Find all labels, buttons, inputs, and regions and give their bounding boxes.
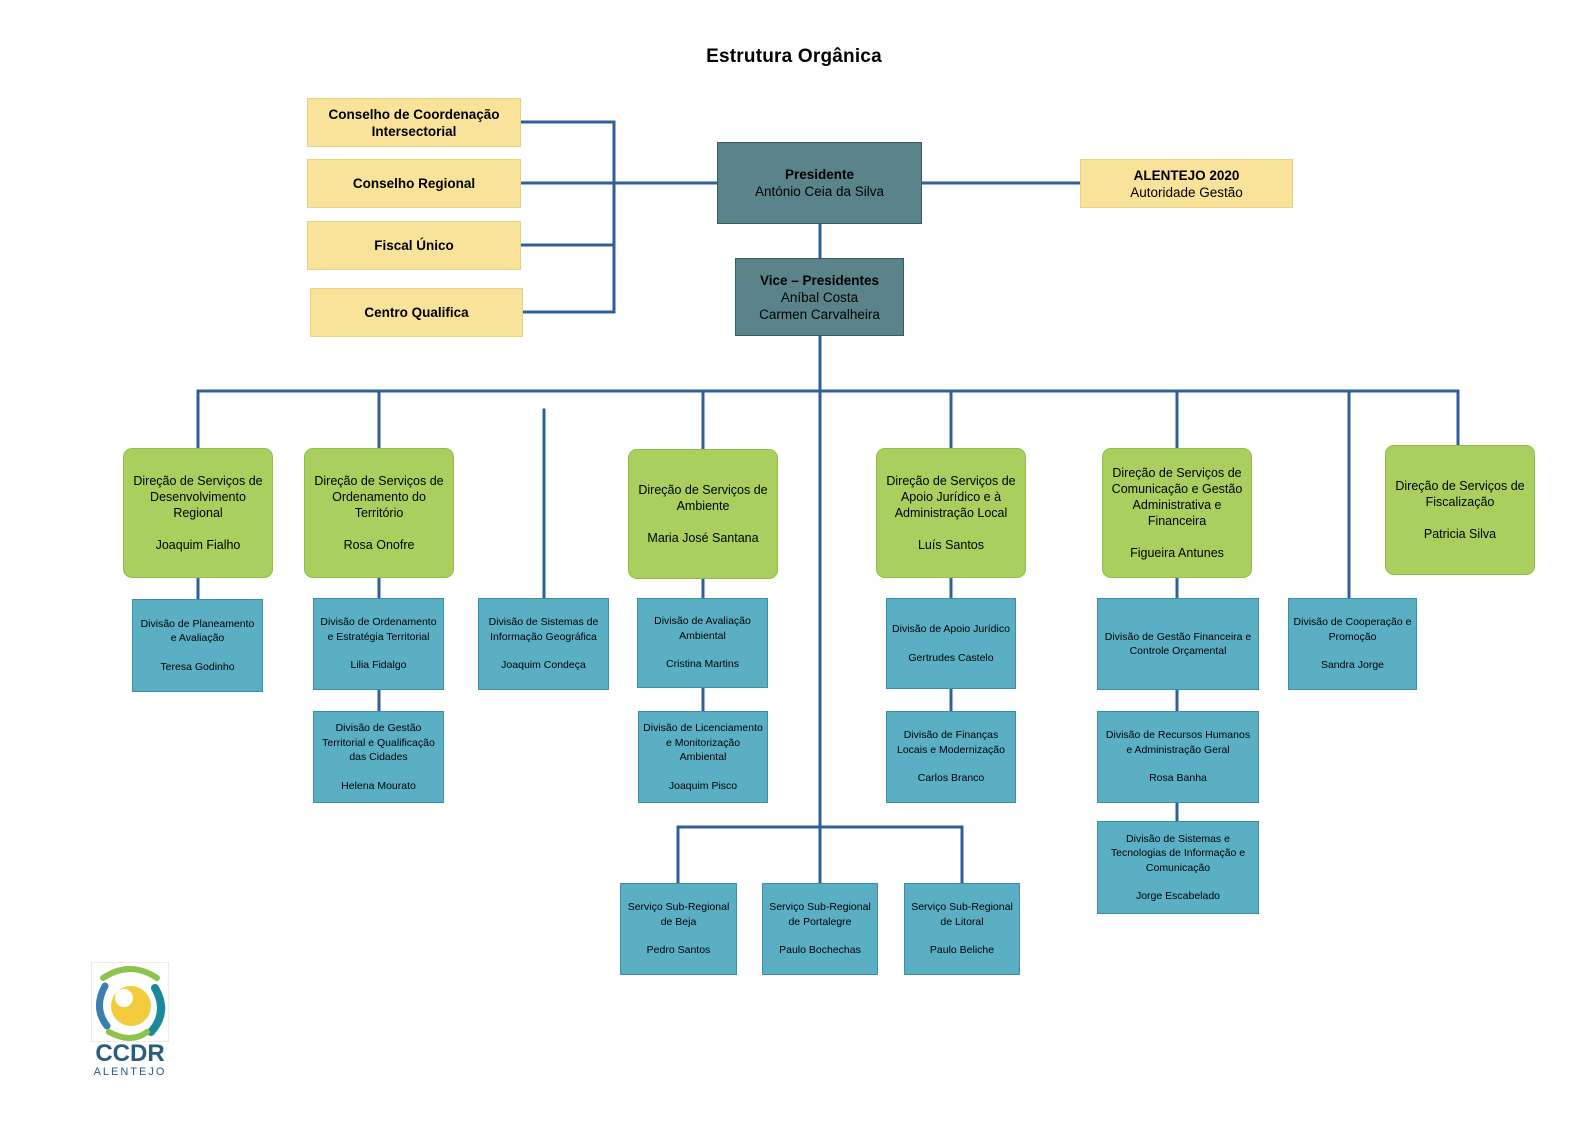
advisory-title: Centro Qualifica — [364, 305, 469, 320]
subregional-title: Serviço Sub-Regional de Beja — [627, 901, 730, 928]
division-head: Cristina Martins — [666, 658, 739, 671]
president-title: Presidente — [784, 167, 855, 182]
advisory-box-centro-qualifica[interactable]: Centro Qualifica — [310, 288, 523, 337]
directorate-head: Maria José Santana — [647, 531, 759, 545]
directorate-title: Direção de Serviços de Fiscalização — [1395, 479, 1525, 509]
logo-text: CCDR — [95, 1040, 165, 1067]
division-title: Divisão de Sistemas e Tecnologias de Inf… — [1110, 832, 1246, 874]
directorate-title: Direção de Serviços de Desenvolvimento R… — [133, 474, 263, 520]
advisory-title: Fiscal Único — [374, 238, 454, 253]
advisory-title: Conselho Regional — [352, 176, 476, 191]
directorate-desenvolvimento-regional[interactable]: Direção de Serviços de Desenvolvimento R… — [123, 448, 273, 578]
division-title: Divisão de Planeamento e Avaliação — [140, 617, 255, 645]
division-head: Lilia Fidalgo — [350, 659, 407, 672]
division-financas-locais[interactable]: Divisão de Finanças Locais e Modernizaçã… — [886, 711, 1016, 803]
division-title: Divisão de Ordenamento e Estratégia Terr… — [320, 616, 437, 643]
division-avaliacao-ambiental[interactable]: Divisão de Avaliação Ambiental Cristina … — [637, 598, 768, 688]
advisory-box-conselho-regional[interactable]: Conselho Regional — [307, 159, 521, 208]
president-name: António Ceia da Silva — [754, 184, 885, 199]
directorate-head: Rosa Onofre — [343, 538, 415, 552]
ccdr-logo-icon — [91, 962, 169, 1042]
directorate-apoio-juridico[interactable]: Direção de Serviços de Apoio Jurídico e … — [876, 448, 1026, 578]
division-title: Divisão de Recursos Humanos e Administra… — [1105, 729, 1251, 756]
alentejo2020-box[interactable]: ALENTEJO 2020 Autoridade Gestão — [1080, 159, 1293, 208]
division-head: Gertrudes Castelo — [908, 651, 994, 664]
directorate-head: Patricia Silva — [1423, 527, 1497, 541]
advisory-box-fiscal-unico[interactable]: Fiscal Único — [307, 221, 521, 270]
directorate-fiscalizacao[interactable]: Direção de Serviços de Fiscalização Patr… — [1385, 445, 1535, 575]
division-title: Divisão de Gestão Territorial e Qualific… — [322, 722, 435, 763]
division-head: Jorge Escabelado — [1135, 890, 1221, 902]
directorate-ordenamento-territorio[interactable]: Direção de Serviços de Ordenamento do Te… — [304, 448, 454, 578]
alentejo2020-title: ALENTEJO 2020 — [1133, 167, 1240, 183]
directorate-head: Luís Santos — [917, 538, 984, 552]
division-title: Divisão de Cooperação e Promoção — [1293, 616, 1412, 643]
division-gestao-financeira[interactable]: Divisão de Gestão Financeira e Controle … — [1097, 598, 1259, 690]
ccdr-logo: CCDR ALENTEJO — [91, 962, 169, 1082]
vice-presidents-box[interactable]: Vice – Presidentes Aníbal Costa Carmen C… — [735, 258, 904, 336]
directorate-comunicacao-gestao[interactable]: Direção de Serviços de Comunicação e Ges… — [1102, 448, 1252, 578]
division-sistemas-tecnologias[interactable]: Divisão de Sistemas e Tecnologias de Inf… — [1097, 821, 1259, 914]
division-sistemas-informacao-geografica[interactable]: Divisão de Sistemas de Informação Geográ… — [478, 598, 609, 690]
page-title: Estrutura Orgânica — [706, 46, 882, 67]
directorate-head: Joaquim Fialho — [155, 538, 241, 552]
subregional-portalegre[interactable]: Serviço Sub-Regional de Portalegre Paulo… — [762, 883, 878, 975]
division-head: Teresa Godinho — [160, 660, 235, 673]
division-head: Carlos Branco — [917, 772, 985, 785]
division-head: Joaquim Condeça — [501, 659, 586, 672]
directorate-title: Direção de Serviços de Apoio Jurídico e … — [886, 474, 1016, 520]
division-title: Divisão de Finanças Locais e Modernizaçã… — [897, 729, 1005, 756]
vice-name: Aníbal Costa — [780, 289, 859, 305]
subregional-beja[interactable]: Serviço Sub-Regional de Beja Pedro Santo… — [620, 883, 737, 975]
division-apoio-juridico[interactable]: Divisão de Apoio Jurídico Gertrudes Cast… — [886, 598, 1016, 689]
division-title: Divisão de Gestão Financeira e Controle … — [1104, 630, 1252, 658]
directorate-title: Direção de Serviços de Ordenamento do Te… — [314, 474, 444, 520]
vice-title: Vice – Presidentes — [759, 272, 880, 288]
advisory-box-coordenacao[interactable]: Conselho de Coordenação Intersectorial — [307, 98, 521, 147]
division-cooperacao-promocao[interactable]: Divisão de Cooperação e Promoção Sandra … — [1288, 598, 1417, 690]
division-title: Divisão de Sistemas de Informação Geográ… — [488, 616, 599, 643]
subregional-head: Pedro Santos — [646, 944, 711, 957]
directorate-head: Figueira Antunes — [1130, 546, 1224, 560]
division-head: Rosa Banha — [1149, 772, 1207, 785]
logo-subtext: ALENTEJO — [93, 1066, 167, 1078]
division-head: Helena Mourato — [341, 779, 416, 792]
subregional-title: Serviço Sub-Regional de Litoral — [911, 901, 1013, 928]
subregional-litoral[interactable]: Serviço Sub-Regional de Litoral Paulo Be… — [904, 883, 1020, 975]
directorate-title: Direção de Serviços de Ambiente — [638, 483, 768, 513]
division-title: Divisão de Avaliação Ambiental — [654, 615, 751, 642]
division-head: Joaquim Pisco — [668, 779, 738, 792]
alentejo2020-subtitle: Autoridade Gestão — [1130, 184, 1243, 200]
vice-name: Carmen Carvalheira — [759, 306, 880, 322]
division-head: Sandra Jorge — [1320, 659, 1385, 672]
subregional-head: Paulo Beliche — [929, 944, 995, 957]
division-title: Divisão de Licenciamento e Monitorização… — [643, 722, 763, 763]
division-licenciamento-monitorizacao[interactable]: Divisão de Licenciamento e Monitorização… — [638, 711, 768, 803]
president-box[interactable]: Presidente António Ceia da Silva — [717, 142, 922, 224]
division-title: Divisão de Apoio Jurídico — [892, 623, 1010, 635]
subregional-head: Paulo Bochechas — [779, 944, 861, 957]
directorate-ambiente[interactable]: Direção de Serviços de Ambiente Maria Jo… — [628, 449, 778, 579]
division-planeamento-avaliacao[interactable]: Divisão de Planeamento e Avaliação Teres… — [132, 599, 263, 692]
division-gestao-territorial[interactable]: Divisão de Gestão Territorial e Qualific… — [313, 711, 444, 803]
advisory-title: Conselho de Coordenação Intersectorial — [328, 106, 500, 139]
division-ordenamento-estrategia[interactable]: Divisão de Ordenamento e Estratégia Terr… — [313, 598, 444, 690]
subregional-title: Serviço Sub-Regional de Portalegre — [769, 901, 871, 928]
division-recursos-humanos[interactable]: Divisão de Recursos Humanos e Administra… — [1097, 711, 1259, 803]
directorate-title: Direção de Serviços de Comunicação e Ges… — [1111, 466, 1243, 528]
